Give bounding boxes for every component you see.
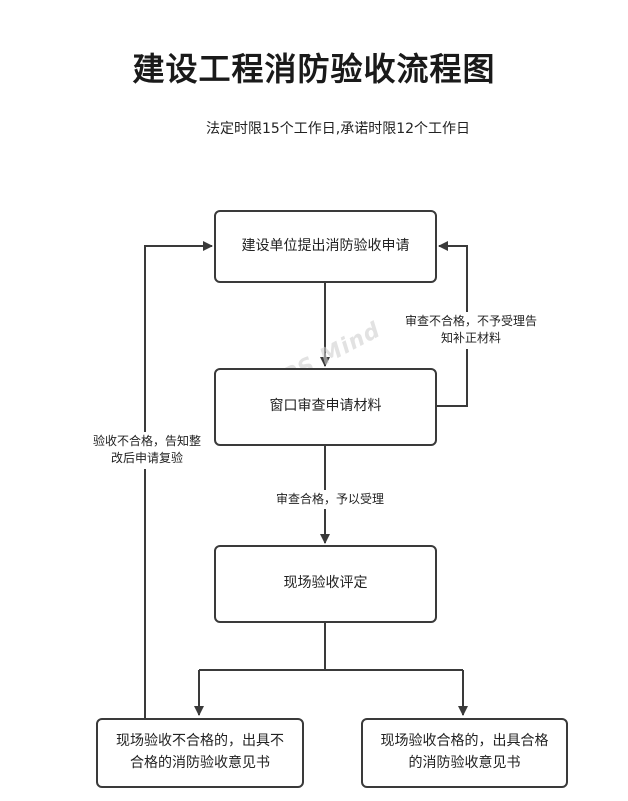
node-pass-label: 现场验收合格的，出具合格的消防验收意见书 <box>380 733 549 771</box>
node-apply-label: 建设单位提出消防验收申请 <box>241 237 410 254</box>
node-apply: 建设单位提出消防验收申请 <box>214 210 437 283</box>
edge-label-fail-loop-text: 验收不合格，告知整改后申请复验 <box>92 434 201 466</box>
diagram-title: 建设工程消防验收流程图 <box>132 50 496 88</box>
edge-label-review-accept: 审查合格，予以受理 <box>263 490 397 510</box>
node-fail-label: 现场验收不合格的，出具不合格的消防验收意见书 <box>116 733 284 771</box>
node-review-label: 窗口审查申请材料 <box>269 398 382 415</box>
edge-label-fail-loop: 验收不合格，告知整改后申请复验 <box>86 432 208 469</box>
diagram-subtitle: 法定时限15个工作日,承诺时限12个工作日 <box>205 121 471 137</box>
node-inspect: 现场验收评定 <box>214 545 437 623</box>
node-pass: 现场验收合格的，出具合格的消防验收意见书 <box>361 718 568 788</box>
edge-label-review-reject-text: 审查不合格，不予受理告知补正材料 <box>404 314 537 346</box>
edge-label-review-accept-text: 审查合格，予以受理 <box>275 492 384 506</box>
node-review: 窗口审查申请材料 <box>214 368 437 446</box>
node-fail: 现场验收不合格的，出具不合格的消防验收意见书 <box>96 718 304 788</box>
edge-label-review-reject: 审查不合格，不予受理告知补正材料 <box>398 312 544 349</box>
arrow-fail-loop <box>144 241 213 718</box>
node-inspect-label: 现场验收评定 <box>283 575 368 592</box>
